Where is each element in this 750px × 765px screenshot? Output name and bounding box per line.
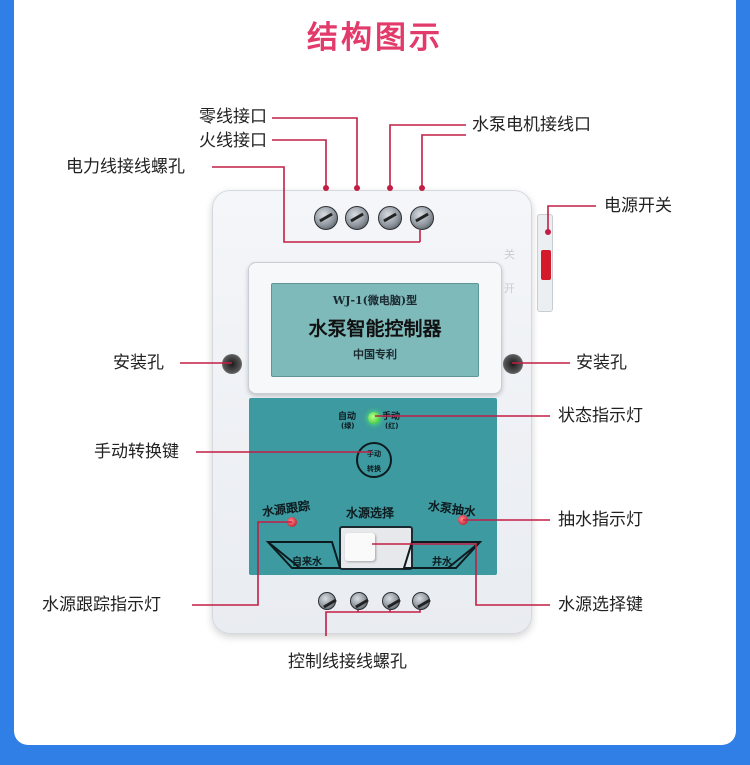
source-select-switch[interactable] xyxy=(339,526,413,570)
control-screw-4 xyxy=(412,592,430,610)
leader-source-select xyxy=(372,543,550,606)
manual-color-label: (红) xyxy=(385,422,399,430)
lcd-screen: WJ-1(微电脑)型 水泵智能控制器 中国专利 xyxy=(271,283,479,377)
control-screw-3 xyxy=(382,592,400,610)
leader-source-tracking xyxy=(192,521,292,606)
power-screw-2 xyxy=(345,206,369,230)
auto-label: 自动 xyxy=(338,412,357,422)
product-name: 水泵智能控制器 xyxy=(308,318,442,340)
label-pump-motor-port: 水泵电机接线口 xyxy=(472,115,591,135)
manual-button-bottom-text: 转换 xyxy=(367,465,381,473)
label-source-select-key: 水源选择键 xyxy=(558,595,643,615)
leader-live-port xyxy=(272,139,327,188)
label-mount-hole-left: 安装孔 xyxy=(113,353,164,373)
power-switch-rocker[interactable] xyxy=(541,250,551,280)
manual-label: 手动 xyxy=(382,412,401,422)
leader-pump-motor-b xyxy=(421,134,466,188)
power-screw-3 xyxy=(378,206,402,230)
leader-pump-motor-a xyxy=(389,124,466,188)
tap-water-label: 自来水 xyxy=(292,557,322,568)
well-water-wedge xyxy=(402,541,483,569)
label-live-port: 火线接口 xyxy=(199,131,267,151)
display-cover: WJ-1(微电脑)型 水泵智能控制器 中国专利 xyxy=(248,262,502,394)
well-water-stripe xyxy=(447,541,481,569)
leader-power-line-screws xyxy=(212,166,420,243)
switch-on-mark: 开 xyxy=(504,282,515,295)
label-pumping-light: 抽水指示灯 xyxy=(558,510,643,530)
power-screw-4 xyxy=(410,206,434,230)
source-select-label: 水源选择 xyxy=(346,506,395,520)
label-control-line-screws: 控制线接线螺孔 xyxy=(288,652,407,672)
mount-hole-left xyxy=(222,354,242,374)
manual-switch-button[interactable]: 手动 转换 xyxy=(356,442,392,478)
model-label: WJ-1(微电脑)型 xyxy=(332,294,418,307)
mount-hole-right xyxy=(503,354,523,374)
auto-color-label: (绿) xyxy=(341,422,355,430)
switch-off-mark: 关 xyxy=(504,248,515,261)
label-manual-key: 手动转换键 xyxy=(94,442,179,462)
leader-power-switch xyxy=(547,205,596,232)
patent-label: 中国专利 xyxy=(353,348,397,361)
manual-button-top-text: 手动 xyxy=(367,450,381,458)
label-mount-hole-right: 安装孔 xyxy=(576,353,627,373)
label-neutral-port: 零线接口 xyxy=(199,107,267,127)
label-status-light: 状态指示灯 xyxy=(558,406,643,426)
power-screw-1 xyxy=(314,206,338,230)
label-power-line-screws: 电力线接线螺孔 xyxy=(66,157,185,177)
control-screw-2 xyxy=(350,592,368,610)
tap-water-wedge xyxy=(265,541,342,569)
label-source-tracking-light: 水源跟踪指示灯 xyxy=(42,595,161,615)
status-led xyxy=(368,412,380,424)
label-power-switch: 电源开关 xyxy=(604,196,672,216)
leader-control-screws xyxy=(325,600,421,636)
leader-neutral-port xyxy=(272,117,358,188)
well-water-label: 井水 xyxy=(432,557,452,568)
page-title: 结构图示 xyxy=(307,20,443,56)
source-select-knob[interactable] xyxy=(345,533,375,561)
tap-water-stripe xyxy=(267,541,301,569)
control-screw-1 xyxy=(318,592,336,610)
